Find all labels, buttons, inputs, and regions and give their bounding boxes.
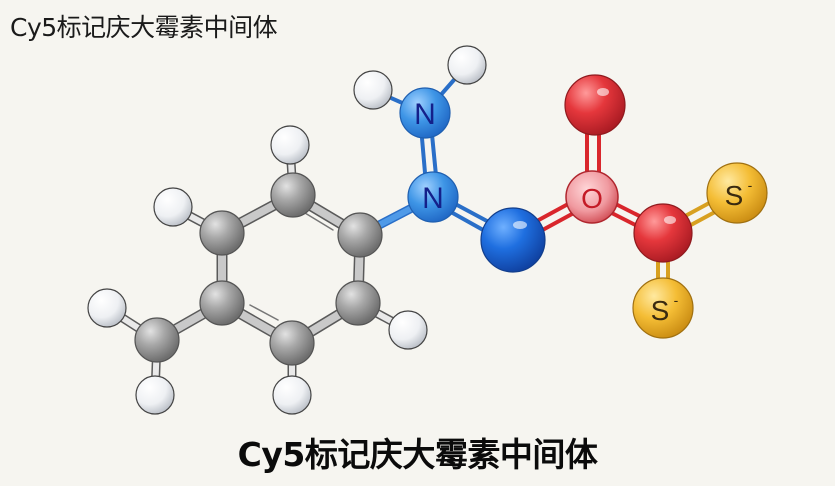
charge-s-bottom: -: [674, 292, 679, 308]
atom-label-n-upper: N: [414, 98, 436, 131]
carbon-atoms: [134, 172, 383, 366]
footer-caption: Cy5标记庆大霉素中间体: [237, 435, 598, 474]
oxygen-atoms: O: [564, 74, 693, 263]
nitrogen-ball: [480, 207, 546, 273]
charge-s-right: -: [748, 177, 753, 193]
specular-highlights: [513, 88, 676, 229]
atom-label-s-bottom: S: [651, 295, 670, 326]
header-title: Cy5标记庆大霉素中间体: [10, 13, 278, 42]
nitrogen-atoms: N N: [399, 87, 546, 273]
sulfur-atoms: S - S -: [632, 162, 768, 339]
hydrogen-atoms: [87, 45, 487, 415]
atom-label-n-lower: N: [422, 182, 444, 215]
atom-label-s-right: S: [725, 180, 744, 211]
atom-label-o-center: O: [581, 183, 603, 214]
